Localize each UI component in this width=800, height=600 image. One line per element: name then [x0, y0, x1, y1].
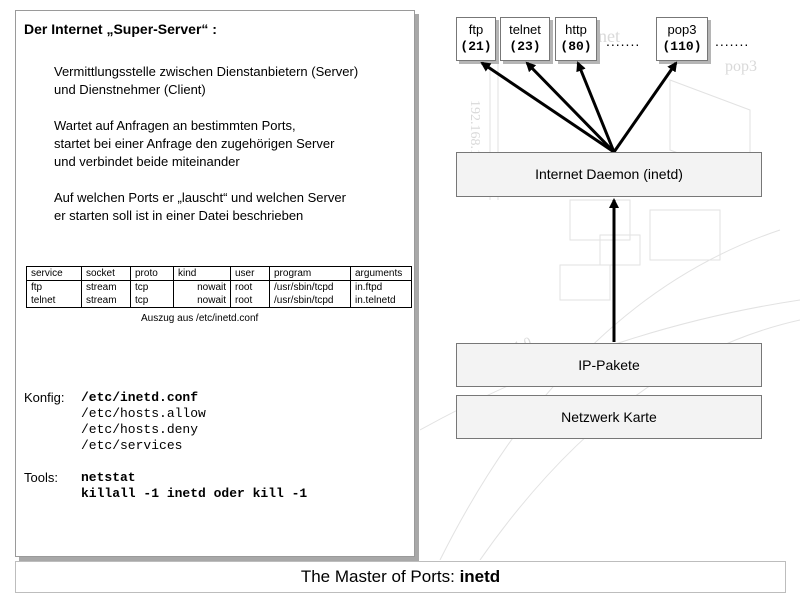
service-name: pop3: [667, 22, 697, 37]
table-cell: /usr/sbin/tcpd: [269, 294, 351, 308]
table-cell: root: [230, 294, 270, 308]
column-header: service: [26, 266, 82, 281]
service-name: http: [565, 22, 587, 37]
ellipsis-dots: .......: [715, 33, 750, 49]
table-cell: tcp: [130, 294, 174, 308]
column-header: program: [269, 266, 351, 281]
panel-title: Der Internet „Super-Server“ :: [24, 21, 217, 37]
konfig-label: Konfig:: [24, 390, 65, 405]
service-port: (21): [460, 39, 492, 54]
service-name: ftp: [468, 22, 484, 37]
service-box-pop3: pop3 (110): [656, 17, 708, 61]
tool-command: killall -1 inetd oder kill -1: [81, 486, 308, 501]
config-file-main: /etc/inetd.conf: [81, 390, 199, 405]
column-header: socket: [81, 266, 131, 281]
column-header: user: [230, 266, 270, 281]
content-panel: Der Internet „Super-Server“ : Vermittlun…: [15, 10, 415, 557]
table-cell: in.telnetd: [350, 294, 412, 308]
slide-title: The Master of Ports:: [300, 567, 460, 586]
table-cell: stream: [81, 294, 131, 308]
service-port: (80): [560, 39, 592, 54]
table-cell: tcp: [130, 280, 174, 294]
service-box-telnet: telnet (23): [500, 17, 550, 61]
config-file: /etc/services: [81, 438, 183, 453]
network-card-box: Netzwerk Karte: [456, 395, 762, 439]
ellipsis-dots: .......: [606, 33, 641, 49]
arrow-to-http: [576, 61, 616, 153]
table-cell: /usr/sbin/tcpd: [269, 280, 351, 294]
service-port: (23): [509, 39, 541, 54]
daemon-to-service-arrows: [480, 61, 678, 342]
table-row: ftp stream tcp nowait root /usr/sbin/tcp…: [26, 280, 412, 294]
service-port: (110): [662, 39, 702, 54]
table-cell: nowait: [173, 280, 231, 294]
table-cell: telnet: [26, 294, 82, 308]
arrow-to-ftp: [480, 61, 615, 154]
inetd-conf-table: service socket proto kind user program a…: [26, 266, 412, 308]
service-name: telnet: [509, 22, 541, 37]
table-cell: in.ftpd: [350, 280, 412, 294]
table-cell: nowait: [173, 294, 231, 308]
service-box-http: http (80): [555, 17, 597, 61]
slide-title-emphasis: inetd: [459, 567, 501, 586]
table-caption: Auszug aus /etc/inetd.conf: [141, 313, 259, 324]
table-cell: stream: [81, 280, 131, 294]
column-header: arguments: [350, 266, 412, 281]
arrow-to-telnet: [525, 61, 616, 154]
table-cell: ftp: [26, 280, 82, 294]
tools-label: Tools:: [24, 470, 58, 485]
arrow-to-pop3: [612, 61, 678, 153]
tool-command: netstat: [81, 470, 136, 485]
column-header: proto: [130, 266, 174, 281]
table-cell: root: [230, 280, 270, 294]
config-file: /etc/hosts.allow: [81, 406, 206, 421]
slide-title-bar: The Master of Ports: inetd: [15, 561, 786, 593]
config-file: /etc/hosts.deny: [81, 422, 199, 437]
table-row: telnet stream tcp nowait root /usr/sbin/…: [26, 294, 412, 308]
table-header-row: service socket proto kind user program a…: [26, 266, 412, 281]
watermark-text: pop3: [725, 58, 757, 75]
column-header: kind: [173, 266, 231, 281]
internet-daemon-box: Internet Daemon (inetd): [456, 152, 762, 197]
paragraph-role: Vermittlungsstelle zwischen Dienstanbiet…: [54, 64, 359, 97]
paragraph-waiting: Wartet auf Anfragen an bestimmten Ports,…: [54, 118, 335, 169]
service-box-ftp: ftp (21): [456, 17, 496, 61]
paragraph-config-file: Auf welchen Ports er „lauscht“ und welch…: [54, 190, 346, 223]
ip-packets-box: IP-Pakete: [456, 343, 762, 387]
